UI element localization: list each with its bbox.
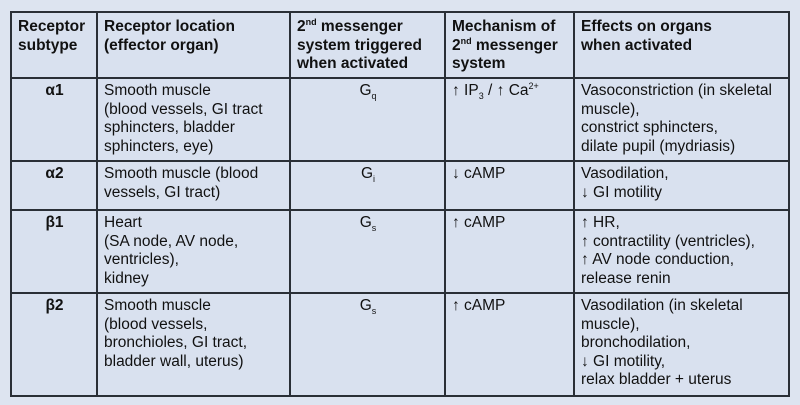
header-text: system triggered [297,36,422,54]
cell-text: kidney [104,269,149,287]
header-receptor-subtype: Receptor subtype [10,11,98,79]
header-text: Effects on organs [581,18,712,35]
cell-text: ↑ contractility (ventricles), [581,232,755,250]
cell-text: muscle), [581,315,640,333]
cell-location: Smooth muscle (blood vessels, GI tract s… [96,77,291,162]
cell-mechanism: ↓ cAMP [444,160,575,211]
cell-mechanism: ↑ IP3 / ↑ Ca2+ [444,77,575,162]
header-text: Receptor location [104,18,235,35]
cell-text: ↓ GI motility, [581,352,666,370]
header-text: 2 [452,36,461,54]
cell-text: Smooth muscle [104,297,211,314]
cell-location: Heart (SA node, AV node, ventricles), ki… [96,209,291,294]
cell-text: (blood vessels, GI tract [104,100,263,118]
header-text: system [452,55,506,72]
cell-text: ventricles), [104,251,179,268]
table-row-beta1: β1 Heart (SA node, AV node, ventricles),… [10,209,790,294]
adrenergic-receptor-table: Receptor subtype Receptor location (effe… [10,11,790,397]
cell-text: bronchioles, GI tract, [104,334,248,351]
cell-second-messenger: Gq [289,77,446,162]
cell-subtype: β1 [10,209,98,294]
header-text: Receptor [18,18,86,35]
header-text: messenger [471,36,558,54]
cell-effects: Vasodilation, ↓ GI motility [573,160,790,211]
cell-text: vessels, GI tract) [104,183,221,201]
cell-text: ↑ HR, [581,214,620,231]
cell-text: G [360,165,374,182]
superscript: nd [460,35,472,46]
cell-text: bronchodilation, [581,334,691,351]
subscript: i [373,174,376,184]
subscript: 3 [478,91,484,101]
cell-subtype: β2 [10,292,98,397]
cell-text: Smooth muscle [104,82,211,99]
table-row-alpha2: α2 Smooth muscle (blood vessels, GI trac… [10,160,790,211]
cell-text: Heart [104,214,142,231]
header-row: Receptor subtype Receptor location (effe… [10,11,790,79]
cell-text: sphincters, bladder [104,119,235,136]
subscript: s [371,223,377,233]
superscript: 2+ [528,81,539,91]
cell-text: / ↑ Ca [483,82,529,99]
cell-effects: Vasodilation (in skeletal muscle), bronc… [573,292,790,397]
header-text: 2nd messenger [297,18,439,37]
cell-text: (SA node, AV node, [104,232,239,250]
superscript: nd [305,17,317,27]
header-text: 2nd messenger [452,35,568,56]
cell-text: muscle), [581,100,640,118]
cell-text: Vasodilation, [581,165,669,182]
subscript: s [371,306,377,316]
cell-text: sphincters, eye) [104,137,214,155]
header-second-messenger-system: 2nd messenger system triggered when acti… [289,11,446,79]
cell-text: ↑ AV node conduction, [581,251,735,268]
cell-text: bladder wall, uterus) [104,352,244,370]
cell-text: G [359,297,372,314]
cell-text: relax bladder + uterus [581,371,732,388]
cell-location: Smooth muscle (blood vessels, GI tract) [96,160,291,211]
cell-second-messenger: Gs [289,292,446,397]
cell-text: G [359,214,372,231]
header-text: subtype [18,36,78,54]
cell-text: dilate pupil (mydriasis) [581,137,736,155]
cell-mechanism: ↑ cAMP [444,209,575,294]
cell-subtype: α2 [10,160,98,211]
header-text: messenger [316,18,403,35]
subscript: q [371,91,377,101]
cell-text: constrict sphincters, [581,119,718,136]
cell-text: release renin [581,269,671,287]
header-text: (effector organ) [104,36,219,54]
cell-mechanism: ↑ cAMP [444,292,575,397]
header-text: when activated [297,55,409,72]
header-text: 2 [297,18,306,35]
cell-text: Smooth muscle (blood [104,165,259,182]
table-row-alpha1: α1 Smooth muscle (blood vessels, GI trac… [10,77,790,162]
header-mechanism: Mechanism of 2nd messenger system [444,11,575,79]
receptor-table-container: Receptor subtype Receptor location (effe… [10,11,790,397]
cell-text: Vasoconstriction (in skeletal [581,82,772,99]
table-row-beta2: β2 Smooth muscle (blood vessels, bronchi… [10,292,790,397]
cell-text: (blood vessels, [104,315,208,333]
cell-effects: Vasoconstriction (in skeletal muscle), c… [573,77,790,162]
cell-text: G [359,82,372,99]
cell-second-messenger: Gi [289,160,446,211]
cell-text: ↑ IP [452,82,479,99]
header-text: Mechanism of [452,18,556,35]
cell-text: Vasodilation (in skeletal [581,297,743,314]
cell-effects: ↑ HR, ↑ contractility (ventricles), ↑ AV… [573,209,790,294]
cell-location: Smooth muscle (blood vessels, bronchiole… [96,292,291,397]
cell-text: ↓ GI motility [581,183,662,201]
header-receptor-location: Receptor location (effector organ) [96,11,291,79]
header-text: when activated [581,36,693,54]
header-effects: Effects on organs when activated [573,11,790,79]
cell-second-messenger: Gs [289,209,446,294]
cell-subtype: α1 [10,77,98,162]
